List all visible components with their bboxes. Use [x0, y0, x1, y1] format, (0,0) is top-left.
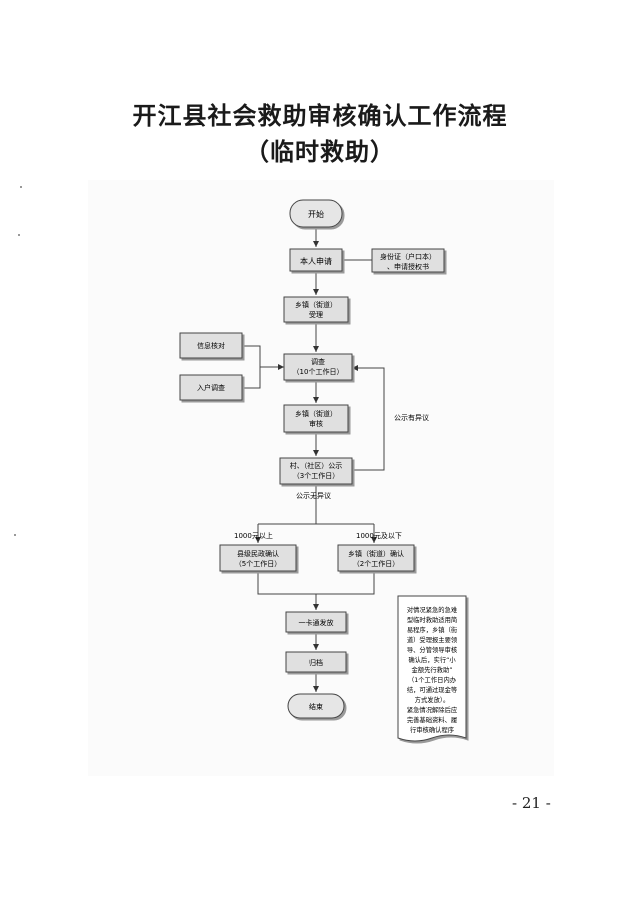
- scan-speck: [14, 534, 16, 536]
- svg-text:乡镇（街道）确认: 乡镇（街道）确认: [348, 549, 404, 558]
- info-check-node: 信息核对: [179, 332, 243, 359]
- svg-text:行审核确认程序: 行审核确认程序: [410, 725, 454, 734]
- end-node: 结束: [287, 693, 345, 719]
- no-objection-label: 公示无异议: [296, 492, 331, 500]
- scan-speck: [20, 186, 22, 188]
- scan-speck: [18, 234, 20, 236]
- svg-text:一卡通发放: 一卡通发放: [299, 618, 334, 627]
- county-confirm-node: 县级民政确认 （5个工作日）: [219, 544, 297, 572]
- svg-text:金额先行救助”: 金额先行救助”: [411, 665, 452, 674]
- accept-node: 乡镇（街道） 受理: [283, 296, 349, 323]
- svg-text:村、（社区）公示: 村、（社区）公示: [290, 461, 343, 470]
- review-node: 乡镇（街道） 审核: [283, 404, 349, 433]
- start-node: 开始: [289, 199, 343, 228]
- svg-text:紧急情况解除后应: 紧急情况解除后应: [407, 705, 458, 714]
- home-survey-node: 入户调查: [179, 374, 243, 401]
- svg-text:（5个工作日）: （5个工作日）: [235, 559, 281, 568]
- svg-text:信息核对: 信息核对: [197, 341, 225, 350]
- svg-text:受理: 受理: [309, 310, 323, 319]
- svg-text:型临时救助适用简: 型临时救助适用简: [407, 615, 457, 624]
- svg-text:道）受理报主要领: 道）受理报主要领: [407, 635, 458, 644]
- svg-text:结，可通过现金等: 结，可通过现金等: [407, 685, 458, 694]
- document-title: 开江县社会救助审核确认工作流程: [132, 101, 508, 130]
- svg-text:（2个工作日）: （2个工作日）: [353, 559, 399, 568]
- svg-text:、申请授权书: 、申请授权书: [387, 262, 429, 271]
- apply-node: 本人申请: [289, 248, 343, 272]
- survey-node: 调查 （10个工作日）: [283, 353, 353, 381]
- svg-text:（10个工作日）: （10个工作日）: [293, 367, 344, 376]
- publicize-node: 村、（社区）公示 （3个工作日）: [279, 457, 353, 485]
- svg-text:导、分管领导审核: 导、分管领导审核: [407, 645, 458, 654]
- archive-node: 归档: [285, 651, 347, 673]
- svg-text:开始: 开始: [308, 209, 324, 219]
- under-1000-label: 1000元及以下: [356, 532, 402, 540]
- svg-text:本人申请: 本人申请: [300, 256, 332, 266]
- svg-text:易程序，乡镇（街: 易程序，乡镇（街: [407, 625, 458, 634]
- svg-text:方式发放）。: 方式发放）。: [415, 695, 450, 704]
- page-number: - 21 -: [512, 794, 551, 812]
- svg-text:乡镇（街道）: 乡镇（街道）: [295, 409, 337, 418]
- svg-text:归档: 归档: [309, 658, 323, 667]
- svg-text:对情况紧急的急难: 对情况紧急的急难: [407, 605, 458, 614]
- svg-text:（1个工作日内办: （1个工作日内办: [408, 675, 457, 684]
- objection-label: 公示有异议: [394, 413, 429, 422]
- svg-text:审核: 审核: [309, 419, 323, 428]
- svg-text:调查: 调查: [311, 357, 325, 366]
- svg-text:结束: 结束: [309, 702, 323, 711]
- svg-text:县级民政确认: 县级民政确认: [237, 549, 279, 558]
- emergency-note: 对情况紧急的急难 型临时救助适用简 易程序，乡镇（街 道）受理报主要领 导、分管…: [397, 595, 467, 742]
- payment-node: 一卡通发放: [285, 611, 347, 633]
- svg-text:乡镇（街道）: 乡镇（街道）: [295, 300, 337, 309]
- over-1000-label: 1000元以上: [234, 531, 273, 540]
- svg-text:（3个工作日）: （3个工作日）: [293, 471, 339, 480]
- document-subtitle: （临时救助）: [245, 137, 395, 166]
- svg-text:身份证（户口本）: 身份证（户口本）: [380, 252, 436, 261]
- documents-node: 身份证（户口本） 、申请授权书: [371, 248, 445, 273]
- svg-text:完善基础资料、履: 完善基础资料、履: [407, 715, 458, 724]
- svg-text:确认后，实行“小: 确认后，实行“小: [408, 655, 456, 664]
- town-confirm-node: 乡镇（街道）确认 （2个工作日）: [337, 544, 415, 572]
- svg-text:入户调查: 入户调查: [197, 383, 225, 392]
